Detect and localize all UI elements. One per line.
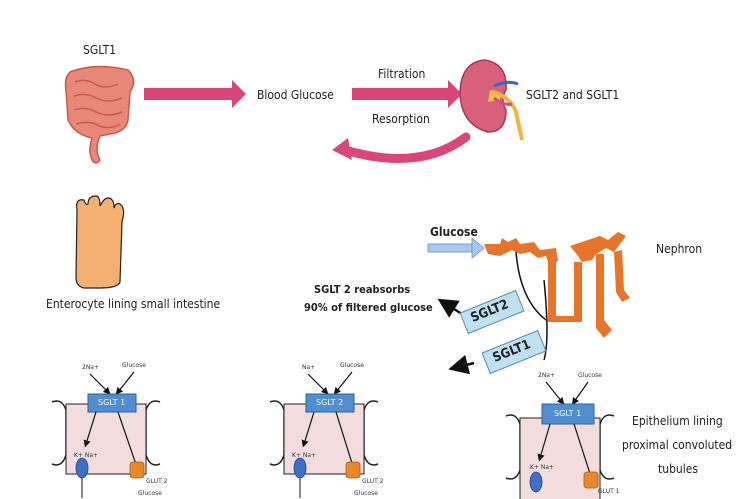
sglt2-reabsorbs-line2: 90% of filtered glucose [304,301,433,314]
sglt1-region-line [543,279,548,361]
cell1-na-label: 2Na+ [82,364,100,371]
cell3-transporter-label: SGLT 1 [554,409,582,418]
cell2-glut-label: GLUT 2 [362,478,384,485]
sglt2-reabsorb-arrow [437,298,463,318]
glucose-label: Glucose [430,225,478,239]
cell3-k-na-label: K+ Na+ [530,464,555,471]
epithelium-line3: tubules [658,462,699,476]
cell2-glut-sub-label: Glucose [354,490,378,497]
nephron-label: Nephron [656,242,703,256]
sglt2-tag [459,289,525,335]
sglt1-tag [481,329,547,375]
nephron-icon [484,232,630,338]
cell1-k-na-label: K+ Na+ [74,452,99,459]
cell-diagram-2 [269,371,379,498]
kidney-icon [459,59,524,141]
cell3-na-label: 2Na+ [538,372,556,379]
resorption-arrow [332,132,471,163]
epithelium-line1: Epithelium lining [632,414,723,428]
arrow-to-blood-glucose [144,80,246,108]
sglt2-reabsorbs-line1: SGLT 2 reabsorbs [314,283,411,296]
enterocyte-icon [75,195,125,289]
kidney-transporters-label: SGLT2 and SGLT1 [526,88,620,102]
cell2-transporter-label: SGLT 2 [316,398,344,407]
cell2-k-na-label: K+ Na+ [292,452,317,459]
blood-glucose-label: Blood Glucose [257,88,334,102]
glucose-inflow-arrow [427,237,485,259]
cell1-glucose-label: Glucose [122,362,146,369]
epithelium-line2: proximal convoluted [622,438,733,452]
cell-diagram-1 [51,371,161,498]
intestine-icon [64,65,135,164]
cell3-glut-label: GLUT 1 [598,488,620,495]
cell2-na-label: Na+ [302,364,316,371]
filtration-label: Filtration [378,67,426,81]
resorption-label: Resorption [372,112,430,126]
cell1-transporter-label: SGLT 1 [98,398,126,407]
sglt2-region-line [515,251,547,321]
cell-diagram-3 [505,381,615,499]
sglt1-reabsorb-arrow [448,354,475,375]
cell1-glut-label: GLUT 2 [146,478,168,485]
filtration-arrow [352,80,462,108]
cell3-glucose-label: Glucose [578,372,602,379]
cell2-glucose-label: Glucose [340,362,364,369]
enterocyte-label: Enterocyte lining small intestine [46,297,221,311]
cell1-glut-sub-label: Glucose [138,490,162,497]
intestine-sglt1-label: SGLT1 [83,43,117,57]
